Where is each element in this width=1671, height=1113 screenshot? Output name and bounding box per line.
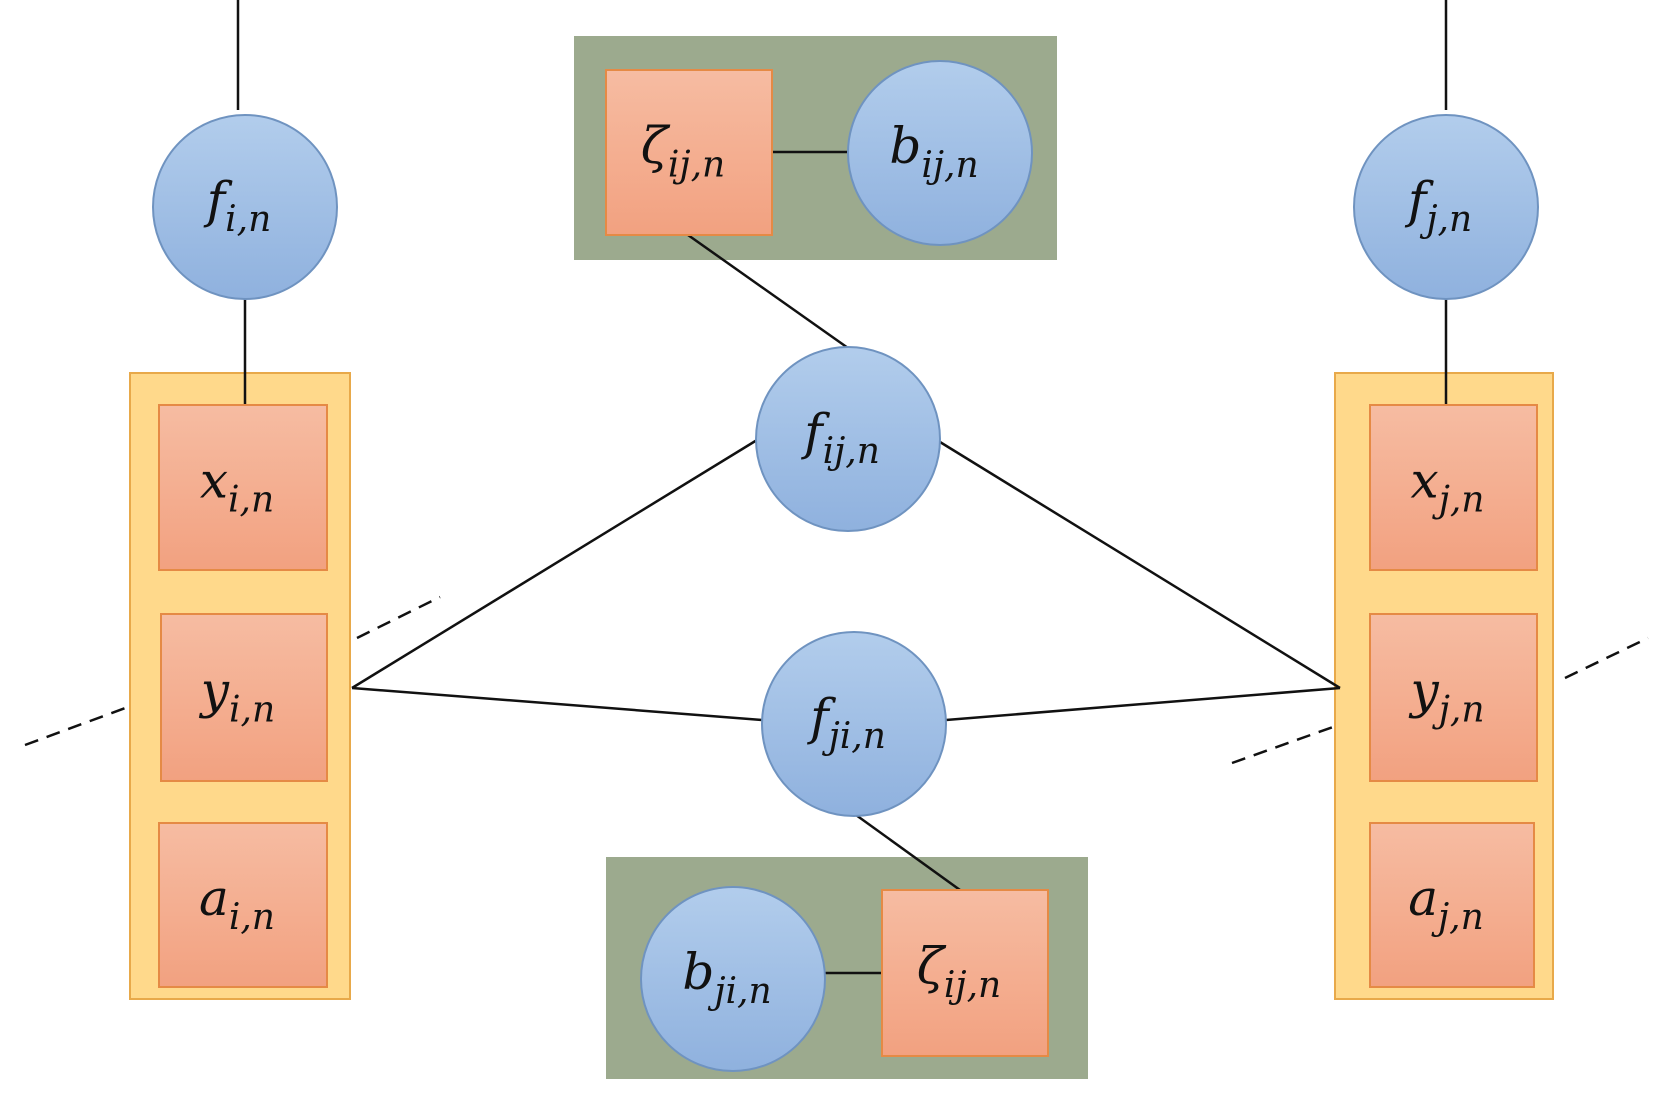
- node-label-base: x: [200, 452, 228, 510]
- node-label: ζij,n: [917, 937, 1001, 1006]
- node-label-subscript: ij,n: [944, 965, 1001, 1006]
- node-circle: [1353, 114, 1539, 300]
- node-square: [1369, 822, 1535, 988]
- node-b-ij: bij,n: [847, 60, 1033, 246]
- node-f-ij: fij,n: [755, 346, 941, 532]
- node-a-i: ai,n: [158, 822, 328, 988]
- node-square: [1369, 404, 1538, 571]
- node-label: yi,n: [199, 662, 275, 731]
- node-square: [158, 404, 328, 571]
- node-square: [1369, 613, 1538, 782]
- node-a-j: aj,n: [1369, 822, 1535, 988]
- node-label-subscript: ji,n: [707, 971, 771, 1012]
- node-label-base: b: [889, 117, 921, 175]
- node-label-base: a: [199, 869, 229, 927]
- node-f-j: fj,n: [1353, 114, 1539, 300]
- node-label-subscript: ij,n: [921, 145, 978, 186]
- dashed-continuation-right-upper: [1564, 636, 1649, 680]
- node-circle: [761, 631, 947, 817]
- node-label: fj,n: [1404, 171, 1472, 240]
- node-y-j: yj,n: [1369, 613, 1538, 782]
- node-f-ji: fji,n: [761, 631, 947, 817]
- edge-f-ji-to-y-i: [351, 686, 763, 722]
- node-label: bij,n: [889, 117, 978, 186]
- edge-zeta-top-to-f-ij: [687, 233, 849, 350]
- node-label-subscript: i,n: [228, 480, 274, 521]
- node-x-i: xi,n: [158, 404, 328, 571]
- node-circle: [755, 346, 941, 532]
- node-label-base: ζ: [917, 937, 947, 995]
- node-label-base: ζ: [641, 117, 671, 175]
- node-label-subscript: ij,n: [823, 431, 880, 472]
- node-label-base: x: [1411, 452, 1439, 510]
- node-circle: [640, 886, 826, 1072]
- edge-f-ij-to-y-j: [939, 440, 1341, 690]
- node-label-subscript: i,n: [229, 690, 275, 731]
- node-label-base: y: [199, 662, 230, 720]
- node-label-subscript: j,n: [1419, 199, 1472, 240]
- node-label: fji,n: [806, 688, 886, 757]
- node-label-subscript: i,n: [229, 897, 275, 938]
- node-label: aj,n: [1408, 869, 1484, 938]
- node-label-subscript: ij,n: [668, 145, 725, 186]
- node-zeta-bottom: ζij,n: [881, 889, 1049, 1057]
- node-square: [158, 822, 328, 988]
- node-square: [605, 69, 773, 236]
- node-y-i: yi,n: [160, 613, 328, 782]
- dashed-continuation-left-upper: [356, 595, 441, 640]
- node-label-subscript: j,n: [1432, 480, 1485, 521]
- node-label-base: b: [682, 943, 714, 1001]
- dashed-continuation-left-lower: [24, 705, 129, 747]
- node-label: fi,n: [203, 171, 272, 240]
- node-label-subscript: j,n: [1432, 690, 1485, 731]
- node-label: ai,n: [199, 869, 275, 938]
- node-label: bji,n: [682, 943, 771, 1012]
- node-x-j: xj,n: [1369, 404, 1538, 571]
- node-b-ji: bji,n: [640, 886, 826, 1072]
- node-label-base: a: [1408, 869, 1438, 927]
- node-label-subscript: i,n: [225, 199, 271, 240]
- node-circle: [152, 114, 338, 300]
- node-label-base: y: [1408, 662, 1439, 720]
- edge-f-ij-to-y-i: [351, 438, 758, 690]
- edge-f-ji-to-y-j: [945, 686, 1341, 722]
- node-label-subscript: j,n: [1431, 897, 1484, 938]
- node-square: [160, 613, 328, 782]
- edges: [243, 150, 1448, 975]
- node-label: ζij,n: [641, 117, 725, 186]
- node-label-subscript: ji,n: [822, 716, 886, 757]
- node-label: yj,n: [1408, 662, 1484, 731]
- node-label: xi,n: [200, 452, 274, 521]
- edge-f-ji-to-zeta-bottom: [855, 813, 961, 892]
- node-square: [881, 889, 1049, 1057]
- node-label: xj,n: [1411, 452, 1485, 521]
- node-zeta-top: ζij,n: [605, 69, 773, 236]
- node-f-i: fi,n: [152, 114, 338, 300]
- dashed-continuation-right-lower: [1231, 725, 1334, 765]
- node-circle: [847, 60, 1033, 246]
